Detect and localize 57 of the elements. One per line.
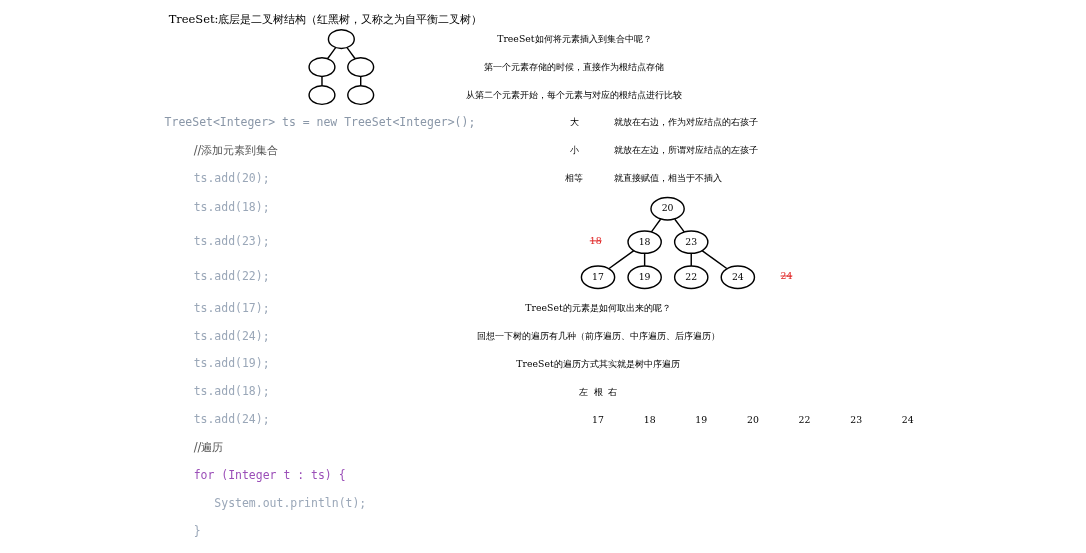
node-circle bbox=[308, 57, 336, 78]
label: 大 bbox=[569, 116, 579, 128]
label: ts.add(22); bbox=[193, 268, 270, 283]
label: System.out.println(t); bbox=[214, 496, 367, 511]
label: //添加元素到集合 bbox=[193, 142, 279, 157]
label: 24 bbox=[901, 414, 914, 426]
label: ts.add(18); bbox=[193, 200, 270, 215]
node-ellipse: 24 bbox=[720, 265, 756, 290]
node-ellipse: 17 bbox=[580, 265, 616, 290]
label: TreeSet<Integer> ts = new TreeSet<Integer>(); bbox=[164, 114, 476, 129]
connector bbox=[608, 249, 635, 270]
label: 相等 bbox=[565, 172, 584, 184]
label: 19 bbox=[695, 414, 708, 426]
connector bbox=[701, 249, 728, 270]
connector bbox=[346, 46, 356, 60]
label: ts.add(17); bbox=[193, 300, 270, 315]
node-circle bbox=[308, 85, 336, 106]
label: 24 bbox=[780, 269, 793, 281]
label: 23 bbox=[850, 414, 863, 426]
label: 就放在左边，所谓对应结点的左孩子 bbox=[614, 144, 759, 156]
connector bbox=[674, 218, 685, 233]
label: ts.add(24); bbox=[193, 412, 270, 427]
label: 小 bbox=[569, 144, 579, 156]
label: ts.add(20); bbox=[193, 170, 270, 185]
diagram-title: TreeSet:底层是二叉树结构（红黑树，又称之为自平衡二叉树） bbox=[168, 12, 483, 27]
label: 22 bbox=[798, 414, 811, 426]
label: 从第二个元素开始，每个元素与对应的根结点进行比较 bbox=[466, 88, 683, 100]
node-ellipse: 20 bbox=[650, 196, 685, 221]
label: 20 bbox=[746, 414, 759, 426]
label: ts.add(24); bbox=[193, 328, 270, 343]
label: 回想一下树的遍历有几种（前序遍历、中序遍历、后序遍历） bbox=[476, 330, 720, 342]
node-ellipse: 23 bbox=[673, 230, 709, 255]
node-ellipse: 22 bbox=[673, 265, 709, 290]
label: TreeSet如何将元素插入到集合中呢？ bbox=[497, 32, 652, 44]
label: TreeSet的遍历方式其实就是树中序遍历 bbox=[516, 358, 680, 370]
node-circle bbox=[347, 57, 375, 78]
label: 就放在右边，作为对应结点的右孩子 bbox=[614, 116, 759, 128]
node-circle bbox=[347, 85, 375, 106]
label: 第一个元素存储的时候，直接作为根结点存储 bbox=[484, 60, 665, 72]
node-circle bbox=[327, 29, 355, 50]
label: //遍历 bbox=[193, 440, 224, 455]
connector bbox=[650, 218, 662, 233]
label: 18 bbox=[643, 414, 656, 426]
label: 18 bbox=[589, 234, 602, 246]
label: } bbox=[193, 524, 201, 539]
label: 左 根 右 bbox=[578, 386, 618, 398]
connector bbox=[327, 46, 337, 60]
label: ts.add(19); bbox=[193, 356, 270, 371]
label: ts.add(23); bbox=[193, 233, 270, 248]
label: for (Integer t : ts) { bbox=[193, 468, 346, 483]
label: TreeSet的元素是如何取出来的呢？ bbox=[525, 302, 671, 314]
label: ts.add(18); bbox=[193, 384, 270, 399]
node-ellipse: 18 bbox=[627, 230, 662, 255]
node-ellipse: 19 bbox=[627, 265, 662, 290]
connector bbox=[321, 75, 323, 87]
label: 就直接赋值，相当于不插入 bbox=[613, 172, 722, 184]
label: 17 bbox=[592, 414, 604, 426]
